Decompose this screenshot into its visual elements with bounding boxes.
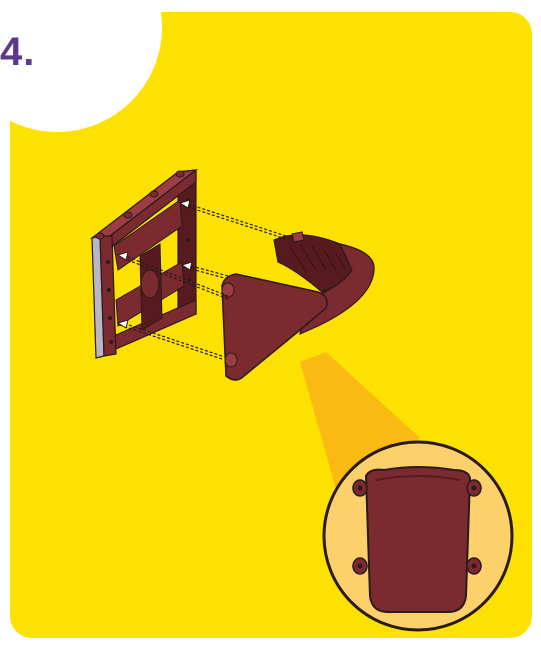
zoom-callout-icon: [324, 442, 512, 630]
shell-part-illustration: [222, 232, 374, 380]
